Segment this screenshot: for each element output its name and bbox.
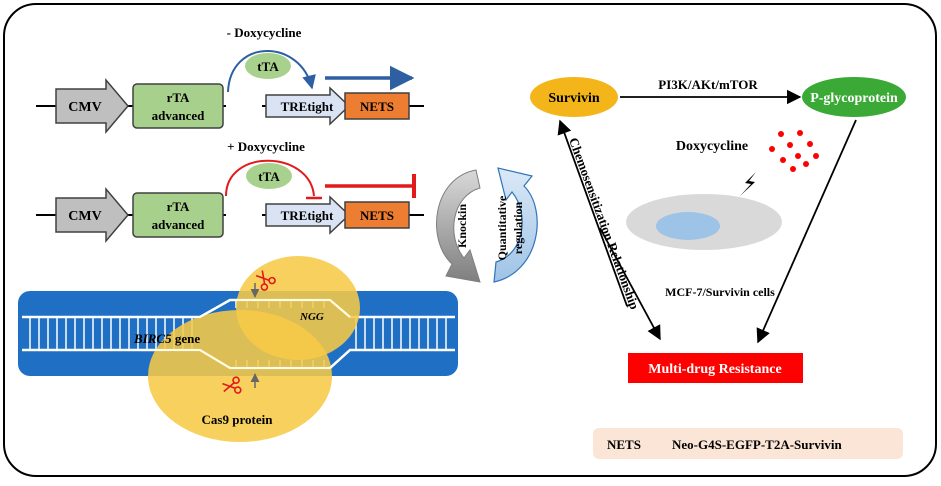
mdr-label: Multi-drug Resistance xyxy=(648,362,781,377)
construct-plus-dox: CMV rTA advanced + Doxycycline tTA TREti… xyxy=(36,139,424,244)
survivin-label: Survivin xyxy=(548,91,600,106)
scissors-icon xyxy=(222,376,242,394)
knockin-label: Knockin xyxy=(455,204,469,248)
pgp-to-mdr-arrow xyxy=(756,119,857,344)
survivin-node xyxy=(530,77,618,117)
legend-full: Neo-G4S-EGFP-T2A-Survivin xyxy=(672,437,842,452)
pathway-label: PI3K/AKt/mTOR xyxy=(658,77,758,92)
lightning-icon xyxy=(740,172,756,196)
construct-minus-dox: CMV rTA advanced - Doxycycline tTA TREti… xyxy=(36,25,424,135)
cmv-promoter-arrow xyxy=(55,186,129,244)
repression-curve xyxy=(225,159,315,197)
legend-box xyxy=(593,428,903,459)
nets-box xyxy=(344,201,410,229)
doxycycline-dots xyxy=(769,130,819,172)
abbreviation-legend: NETS Neo-G4S-EGFP-T2A-Survivin xyxy=(593,428,903,459)
rta-box xyxy=(132,192,224,238)
dna-strand-over-protein xyxy=(150,349,351,369)
tta-oval xyxy=(245,53,291,79)
cas9-label: Cas9 protein xyxy=(202,412,274,427)
tta-label: tTA xyxy=(258,169,280,184)
relationship-arrow-up xyxy=(557,119,628,307)
knockin-regulation-cycle: Knockin Quantitative regulation xyxy=(436,167,538,283)
tta-label: tTA xyxy=(257,59,279,74)
legend-abbr: NETS xyxy=(607,437,641,452)
mdr-box xyxy=(628,353,803,383)
tretight-label: TREtight xyxy=(281,99,334,114)
condition-label: - Doxycycline xyxy=(227,25,302,40)
scissors-icon xyxy=(255,270,276,291)
relationship-arrow-down xyxy=(599,227,661,341)
rta-label: rTA xyxy=(167,199,190,214)
rta-sublabel: advanced xyxy=(152,217,206,232)
dna-strand-over-protein xyxy=(150,299,351,318)
cas9-protein-lower xyxy=(148,310,332,442)
regulation-label: regulation xyxy=(511,201,525,254)
outer-frame xyxy=(3,3,937,477)
tta-oval xyxy=(246,163,292,189)
cmv-label: CMV xyxy=(68,209,101,224)
pgp-node xyxy=(802,77,906,117)
nets-label: NETS xyxy=(360,99,394,114)
pam-label: NGG xyxy=(299,311,324,323)
regulation-label: Quantitative xyxy=(495,195,509,260)
nets-label: NETS xyxy=(360,208,394,223)
cells-label: MCF-7/Survivin cells xyxy=(665,285,775,299)
rta-box xyxy=(132,83,224,129)
rta-sublabel: advanced xyxy=(152,108,206,123)
nucleus-icon xyxy=(656,212,720,240)
doxycycline-label: Doxycycline xyxy=(676,139,748,154)
cmv-label: CMV xyxy=(68,100,101,115)
nets-box xyxy=(344,92,410,120)
birc5-gene-label: BIRC5 gene xyxy=(133,331,200,346)
tretight-promoter-arrow xyxy=(265,86,351,126)
rta-label: rTA xyxy=(167,90,190,105)
crispr-knockin-region: BIRC5 gene NGG Cas9 protein xyxy=(18,256,458,442)
cmv-promoter-arrow xyxy=(55,77,129,135)
activation-curve xyxy=(227,50,316,93)
regulation-arrow xyxy=(493,167,538,283)
tretight-promoter-arrow xyxy=(265,195,351,235)
pgp-label: P-glycoprotein xyxy=(810,91,898,106)
tretight-label: TREtight xyxy=(281,208,334,223)
knockin-arrow xyxy=(436,169,481,283)
condition-label: + Doxycycline xyxy=(227,139,305,154)
